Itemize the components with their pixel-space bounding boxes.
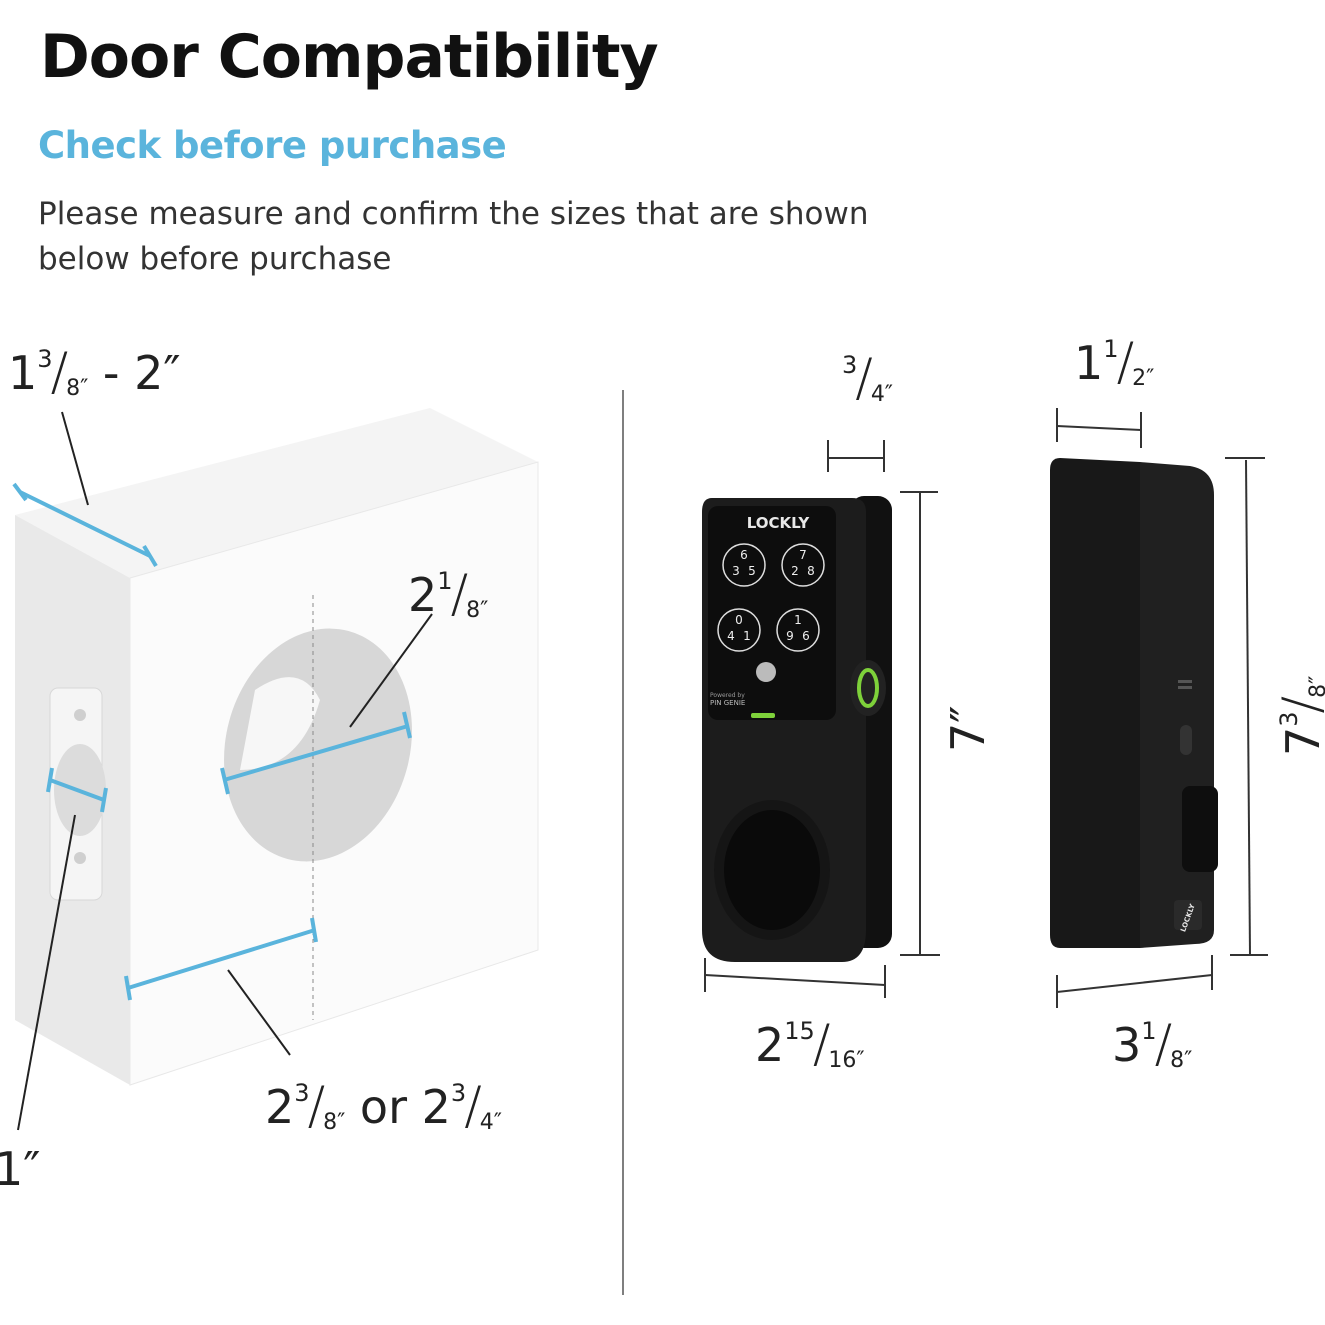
page-title: Door Compatibility bbox=[40, 22, 659, 92]
lock-side-illustration: LOCKLY bbox=[1050, 458, 1218, 948]
numerator: 3 bbox=[294, 1079, 310, 1107]
keypad-digit: 1 bbox=[743, 629, 751, 643]
door-dimension-lines bbox=[12, 482, 412, 1001]
denominator: 4″ bbox=[479, 1110, 502, 1135]
keypad-digit: 4 bbox=[727, 629, 735, 643]
keypad-digit: 3 bbox=[732, 564, 740, 578]
whole: 3 bbox=[1112, 1018, 1142, 1072]
keypad-digit: 6 bbox=[802, 629, 810, 643]
door-leader-lines bbox=[17, 411, 433, 1131]
page-subtitle: Check before purchase bbox=[38, 124, 507, 167]
keypad-digit: 0 bbox=[735, 613, 743, 627]
numerator: 3 bbox=[1275, 711, 1303, 727]
powered-by: Powered by bbox=[710, 692, 745, 699]
keypad-digit: 7 bbox=[799, 548, 807, 562]
keypad-digit: 2 bbox=[791, 564, 799, 578]
numerator: 3 bbox=[450, 1079, 467, 1107]
bore-hole-label: 21/8″ bbox=[408, 564, 489, 624]
keypad-digit: 6 bbox=[740, 548, 748, 562]
denominator: 2″ bbox=[1132, 366, 1155, 391]
whole: 2 bbox=[755, 1018, 785, 1072]
door-illustration bbox=[15, 408, 539, 1086]
denominator: 8″ bbox=[66, 376, 89, 401]
side-depth-label: 11/2″ bbox=[1074, 332, 1155, 392]
whole: 1 bbox=[8, 346, 38, 400]
numerator: 1 bbox=[1103, 335, 1119, 363]
numerator: 1 bbox=[1141, 1017, 1157, 1045]
lock-front-dimension-lines bbox=[704, 440, 940, 998]
denominator: 8″ bbox=[1306, 675, 1325, 698]
front-depth-label: 3/4″ bbox=[842, 348, 894, 408]
pin-genie: PIN GENIE bbox=[710, 699, 745, 707]
keypad-digit: 1 bbox=[794, 613, 802, 627]
side-height-label: 73/8″ bbox=[1272, 675, 1325, 756]
front-height-label: 7″ bbox=[941, 705, 995, 752]
numerator: 1 bbox=[437, 567, 453, 595]
latch-hole-label: 1″ bbox=[0, 1142, 41, 1196]
keypad-digit: 8 bbox=[807, 564, 815, 578]
whole: 7 bbox=[1276, 726, 1325, 756]
or-text: or bbox=[345, 1080, 422, 1134]
denominator: 4″ bbox=[870, 382, 894, 407]
door-thickness-label: 13/8″ - 2″ bbox=[8, 342, 181, 402]
backset-label: 23/8″ or 23/4″ bbox=[265, 1076, 502, 1136]
side-width-label: 31/8″ bbox=[1112, 1014, 1193, 1074]
front-width-label: 215/16″ bbox=[755, 1014, 865, 1074]
whole: 1 bbox=[1074, 336, 1104, 390]
denominator: 8″ bbox=[466, 598, 489, 623]
keypad-digit: 9 bbox=[786, 629, 794, 643]
denominator: 8″ bbox=[323, 1110, 346, 1135]
denominator: 16″ bbox=[828, 1048, 865, 1073]
whole: 2 bbox=[408, 568, 438, 622]
page-description: Please measure and confirm the sizes tha… bbox=[38, 196, 869, 277]
whole: 2 bbox=[265, 1080, 295, 1134]
numerator: 3 bbox=[842, 351, 858, 379]
lock-side-dimension-lines bbox=[1056, 408, 1268, 1008]
denominator: 8″ bbox=[1170, 1048, 1193, 1073]
whole: 2 bbox=[421, 1080, 451, 1134]
range-suffix: - 2″ bbox=[88, 346, 181, 400]
lock-front-brand: LOCKLY bbox=[747, 514, 811, 532]
numerator: 15 bbox=[784, 1017, 815, 1045]
numerator: 3 bbox=[37, 345, 53, 373]
keypad-digit: 5 bbox=[748, 564, 756, 578]
